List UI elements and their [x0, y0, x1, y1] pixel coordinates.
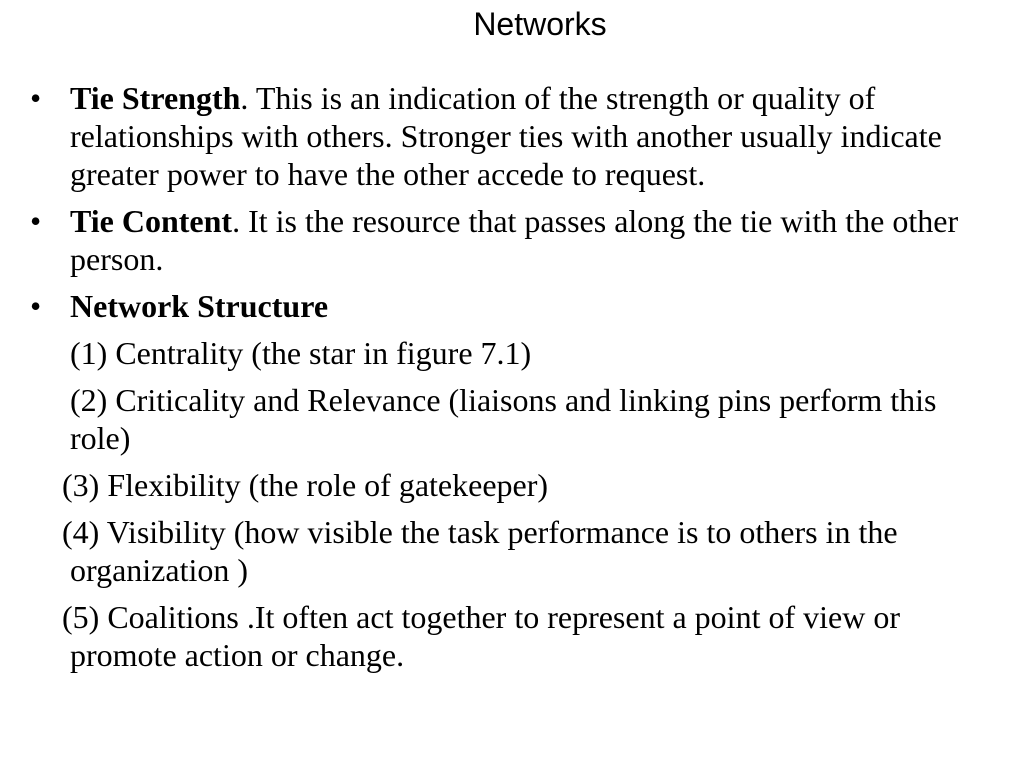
bullet-description: . This is an indication of the strength … [70, 80, 942, 192]
bullet-dot-icon: • [30, 80, 42, 116]
slide-title: Networks [473, 6, 607, 42]
bullet-description: . It is the resource that passes along t… [70, 203, 959, 277]
bullet-tie-strength: • Tie Strength. This is an indication of… [30, 79, 1000, 193]
bullet-term: Tie Strength [70, 80, 241, 116]
bullet-dot-icon: • [30, 288, 42, 324]
slide-body: • Tie Strength. This is an indication of… [30, 79, 1000, 683]
bullet-network-structure: • Network Structure [30, 287, 1000, 325]
bullet-term: Tie Content [70, 203, 233, 239]
sub-item-visibility: (4) Visibility (how visible the task per… [62, 514, 898, 588]
bullet-term: Network Structure [70, 288, 329, 324]
sub-item-centrality: (1) Centrality (the star in figure 7.1) [70, 335, 532, 371]
sub-item-criticality: (2) Criticality and Relevance (liaisons … [70, 382, 937, 456]
bullet-tie-content: • Tie Content. It is the resource that p… [30, 202, 1000, 278]
sub-item-coalitions: (5) Coalitions .It often act together to… [62, 599, 900, 673]
bullet-dot-icon: • [30, 203, 42, 239]
sub-item-flexibility: (3) Flexibility (the role of gatekeeper) [62, 467, 549, 503]
